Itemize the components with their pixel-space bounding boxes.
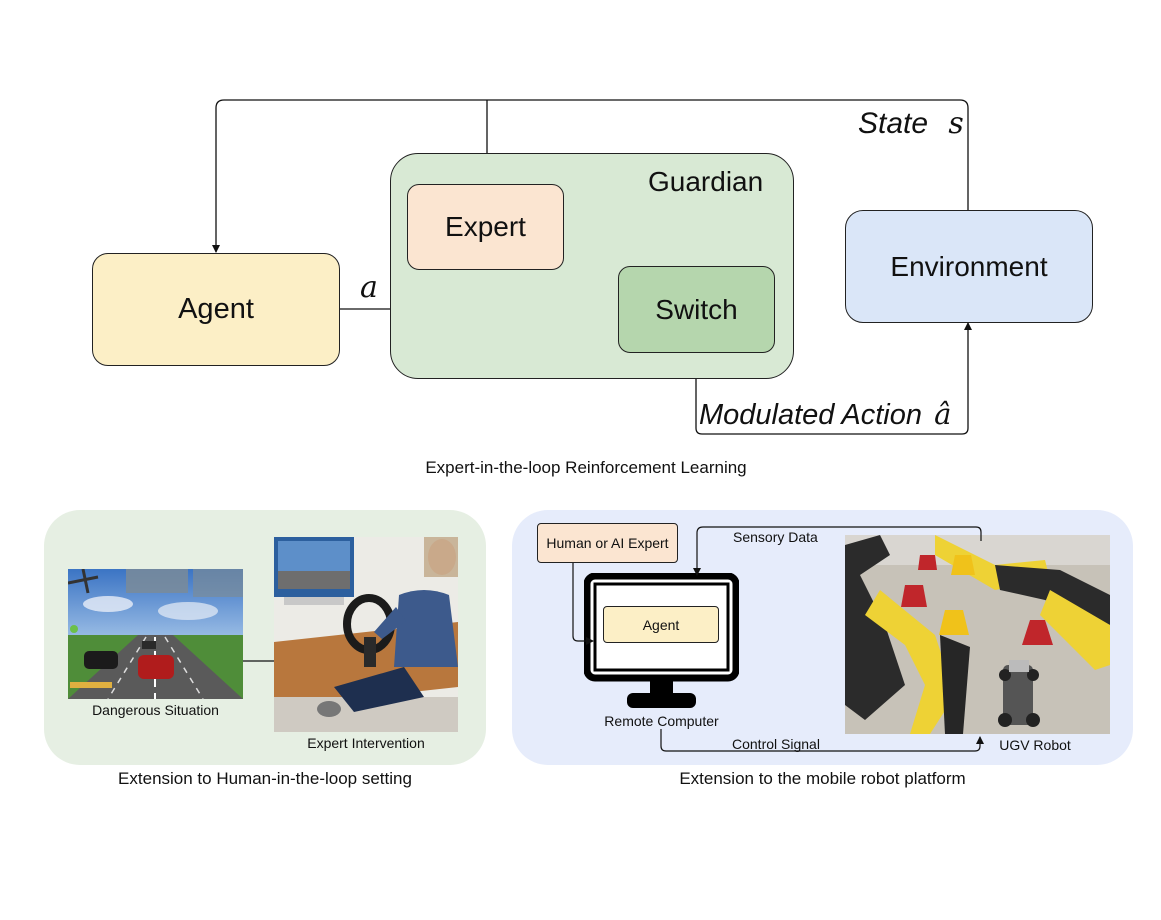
top-caption: Expert-in-the-loop Reinforcement Learnin… bbox=[425, 458, 747, 477]
state-annotation: State s bbox=[858, 106, 964, 141]
environment-label: Environment bbox=[890, 250, 1048, 282]
switch-label: Switch bbox=[655, 293, 738, 325]
switch-box: Switch bbox=[618, 266, 775, 353]
agent-label: Agent bbox=[178, 293, 254, 325]
computer-agent-box: Agent bbox=[603, 606, 719, 643]
computer-agent-label: Agent bbox=[642, 616, 680, 633]
agent-box: Agent bbox=[92, 253, 340, 366]
guardian-label: Guardian bbox=[648, 166, 764, 197]
state-text: State bbox=[858, 107, 929, 140]
modulated-action-annotation: Modulated Action â bbox=[699, 397, 952, 432]
dangerous-situation-image bbox=[68, 569, 243, 699]
ugv-robot-label: UGV Robot bbox=[999, 737, 1071, 753]
environment-box: Environment bbox=[845, 210, 1093, 323]
expert-intervention-label: Expert Intervention bbox=[307, 735, 425, 751]
expert-box: Expert bbox=[407, 184, 564, 270]
robot-platform-caption: Extension to the mobile robot platform bbox=[679, 769, 966, 788]
human-ai-expert-box: Human or AI Expert bbox=[537, 523, 678, 563]
expert-label: Expert bbox=[445, 211, 526, 242]
control-signal-label: Control Signal bbox=[732, 736, 820, 752]
modulated-symbol: â bbox=[934, 397, 952, 431]
modulated-action-line bbox=[695, 322, 972, 435]
ugv-robot-image bbox=[845, 535, 1110, 734]
dangerous-situation-label: Dangerous Situation bbox=[92, 702, 219, 718]
modulated-text: Modulated Action bbox=[699, 399, 923, 431]
human-loop-caption: Extension to Human-in-the-loop setting bbox=[118, 769, 412, 788]
expert-intervention-image bbox=[274, 537, 458, 732]
human-ai-expert-label: Human or AI Expert bbox=[546, 535, 669, 551]
state-symbol: s bbox=[948, 106, 964, 141]
action-symbol: a bbox=[360, 270, 378, 305]
remote-computer-label: Remote Computer bbox=[604, 713, 719, 729]
sensory-data-label: Sensory Data bbox=[733, 529, 818, 545]
state-feedback-line bbox=[212, 99, 969, 253]
